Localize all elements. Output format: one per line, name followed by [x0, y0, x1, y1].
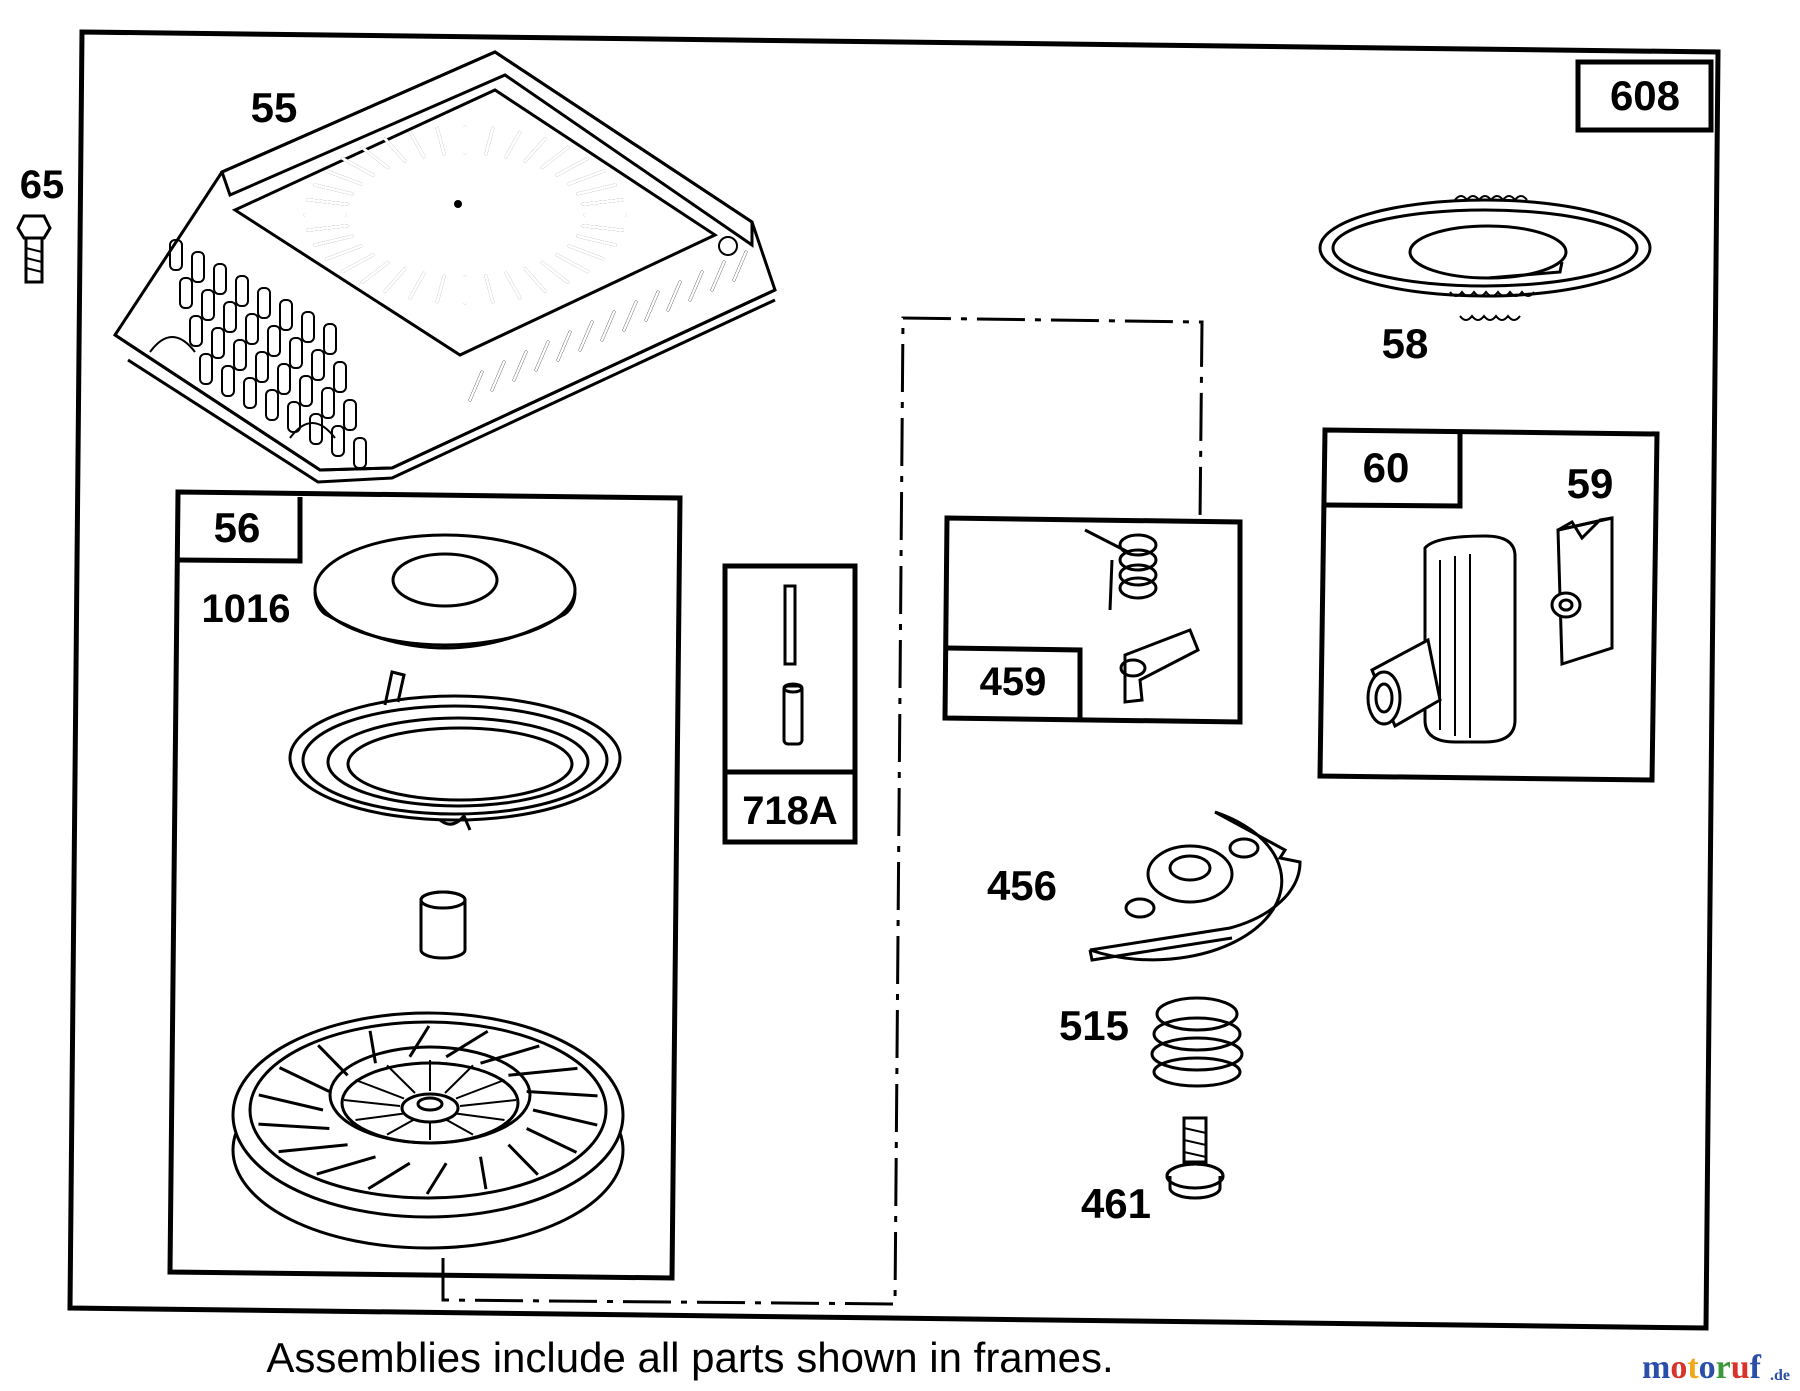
label-55: 55 — [251, 84, 298, 131]
label-58: 58 — [1382, 320, 1429, 367]
starter-pulley — [231, 1011, 625, 1250]
bushing — [419, 890, 467, 960]
frame-718a: 718A — [722, 563, 858, 845]
outer-frame — [67, 29, 1721, 1331]
watermark-suffix: .de — [1770, 1367, 1790, 1384]
pulley-vanes — [258, 1025, 598, 1195]
frame-459: 459 — [942, 515, 1243, 725]
watermark-text: motoruf — [1642, 1349, 1762, 1386]
blower-housing-55: 55 — [112, 50, 777, 484]
label-65: 65 — [20, 163, 65, 207]
frame-608: 608 — [1575, 59, 1714, 133]
frame-56: 56 1016 — [167, 489, 683, 1281]
caption: Assemblies include all parts shown in fr… — [266, 1334, 1113, 1381]
retainer-456: 456 — [987, 810, 1302, 962]
watermark-logo: motoruf .de — [1642, 1349, 1790, 1386]
handle-insert-59 — [1550, 516, 1614, 667]
label-461: 461 — [1081, 1180, 1151, 1227]
assembly-connector — [441, 316, 1204, 1306]
label-718a: 718A — [742, 789, 838, 833]
label-59: 59 — [1567, 460, 1614, 507]
pawl-spring — [1084, 528, 1158, 611]
starter-handle-60 — [1366, 534, 1517, 744]
label-456: 456 — [987, 862, 1057, 909]
frame-60: 60 59 — [1317, 427, 1660, 783]
bolt-65: 65 — [16, 163, 65, 284]
label-60: 60 — [1363, 444, 1410, 491]
label-56: 56 — [214, 504, 261, 551]
label-515: 515 — [1059, 1002, 1129, 1049]
washer-1016 — [313, 533, 577, 650]
pulley-spokes — [343, 1060, 517, 1140]
housing-vents — [169, 125, 748, 469]
label-1016: 1016 — [202, 587, 291, 631]
label-459: 459 — [980, 660, 1047, 704]
recoil-spring — [288, 670, 622, 831]
spring-515: 515 — [1059, 996, 1244, 1088]
starter-rope-58: 58 — [1318, 195, 1652, 367]
screw-461: 461 — [1081, 1116, 1225, 1227]
pawl — [1119, 628, 1200, 704]
label-608: 608 — [1610, 72, 1680, 119]
